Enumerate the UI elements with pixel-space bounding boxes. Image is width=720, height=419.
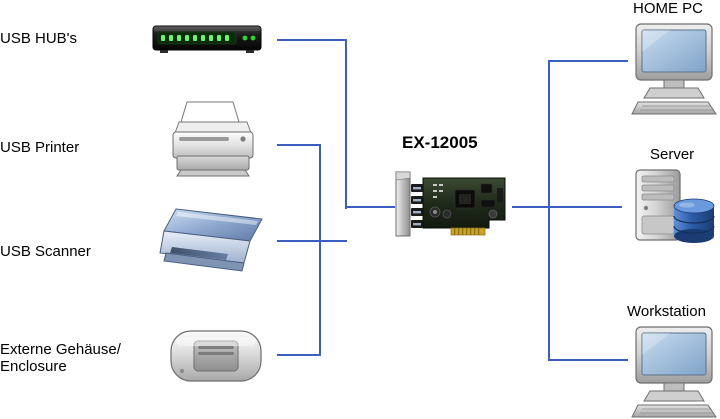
label-externe-gehause-enclosure: Externe Gehäuse/ Enclosure: [0, 341, 121, 376]
center-device-title: EX-12005: [402, 133, 478, 152]
scanner-icon: [159, 208, 263, 272]
usb-hub-icon: [152, 25, 262, 53]
workstation-monitor-icon: [631, 326, 717, 418]
wire-card-input: [345, 206, 395, 208]
wire-workstation-branch: [548, 359, 628, 361]
label-server: Server: [650, 146, 695, 163]
label-usb-scanner: USB Scanner: [0, 243, 91, 260]
wire-card-output: [512, 206, 622, 208]
wire-left-bus: [345, 39, 347, 209]
wire-printer-drop: [319, 144, 321, 240]
wire-enclosure-branch: [277, 354, 321, 356]
pcie-card-icon: [395, 171, 506, 237]
server-tower-icon: [635, 169, 715, 243]
label-usb-printer: USB Printer: [0, 139, 80, 156]
wire-scanner-branch: [277, 240, 347, 242]
wire-hub-branch: [277, 39, 347, 41]
wire-printer-branch: [277, 144, 321, 146]
wire-right-bus: [548, 60, 550, 360]
external-enclosure-icon: [170, 330, 262, 382]
label-workstation: Workstation: [627, 303, 706, 320]
label-usb-hubs: USB HUB's: [0, 30, 78, 47]
label-home-pc: HOME PC: [633, 0, 704, 17]
printer-icon: [172, 101, 254, 177]
desktop-monitor-icon: [631, 23, 717, 115]
wire-enclosure-riser: [319, 240, 321, 356]
wire-homepc-branch: [548, 60, 628, 62]
